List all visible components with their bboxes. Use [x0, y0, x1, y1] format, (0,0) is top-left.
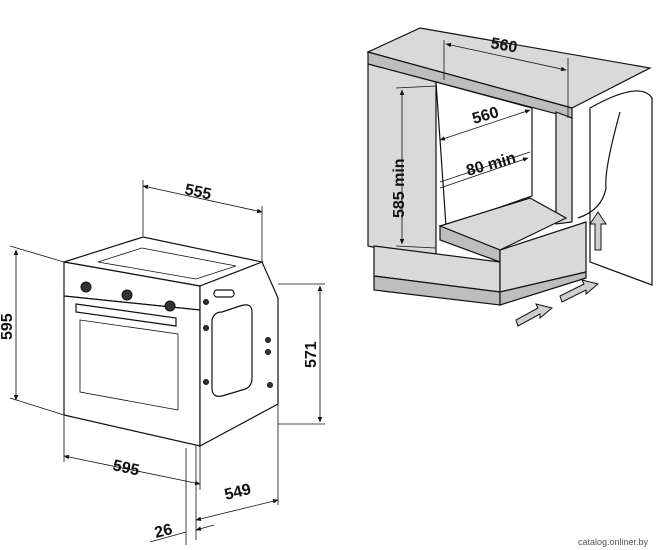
oven-side-vent	[211, 304, 253, 397]
dim-width-front: 595	[111, 457, 141, 479]
dim-depth-top: 555	[183, 181, 213, 203]
niche-dimension-lines	[395, 40, 569, 249]
arrow-right-icon	[559, 279, 600, 303]
knob-icon	[80, 281, 92, 293]
dim-niche-height-min: 585 min	[391, 158, 408, 218]
wall	[589, 90, 653, 286]
oven-top-recess	[97, 247, 237, 280]
oven-drawing	[63, 236, 279, 448]
oven-door-glass	[79, 319, 179, 411]
oven-dimension-lines	[9, 180, 325, 545]
arrow-up-icon	[589, 211, 607, 251]
knob-icon	[121, 289, 133, 301]
oven-handle	[75, 303, 177, 327]
knob-icon	[164, 300, 176, 312]
oven-knobs	[80, 281, 176, 312]
dim-niche-width-top: 560	[489, 35, 518, 56]
watermark: catalog.onliner.by	[578, 537, 649, 547]
arrow-right-icon	[515, 303, 554, 327]
oven-side	[199, 261, 279, 448]
dim-height-side: 571	[303, 341, 320, 368]
airflow-arrows	[515, 211, 607, 327]
cabinet-right-panel	[555, 111, 573, 225]
dim-depth-body: 549	[223, 481, 253, 504]
dim-niche-width-inner: 560	[470, 104, 500, 128]
dim-panel-thickness: 26	[153, 521, 174, 542]
oven-side-fittings	[203, 289, 273, 388]
dim-height-total: 595	[0, 313, 16, 340]
